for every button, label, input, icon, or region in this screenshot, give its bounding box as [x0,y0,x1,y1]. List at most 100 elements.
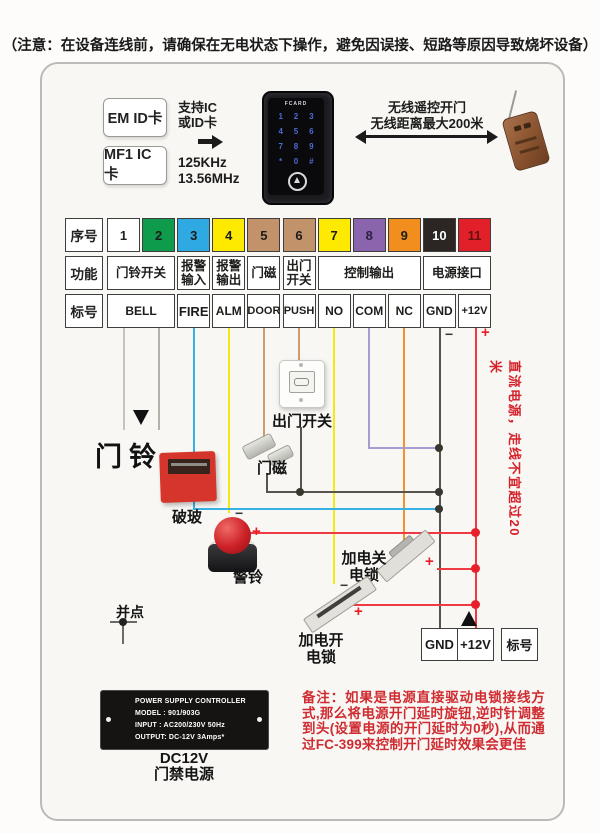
key-1: 1 [278,112,283,121]
junction-legend-dot [119,618,127,626]
wire-door [263,328,265,438]
terminal-6: 6 [282,218,316,252]
tag-12v: +12V [458,294,491,328]
remote-button [523,122,532,129]
terminal-4: 4 [212,218,246,252]
tag-door: DOOR [247,294,281,328]
psu-model: MODEL : 901/903G [135,710,201,717]
siren-plus-mark: + [252,523,261,540]
gnd-box: GND [421,628,458,661]
tag-alm: ALM [212,294,246,328]
right-arrow-head-icon [212,134,223,149]
screw-icon [299,398,303,402]
lockno-plus-mark: + [354,603,363,620]
wireless-label: 无线遥控开门 无线距离最大200米 [370,100,484,131]
junction-dot [435,444,443,452]
link-sensor-down [266,473,268,492]
keypad-brand: FCARD [284,101,308,107]
link-sensor-exit-to-gnd [266,491,440,493]
bolt-lock-label: 加电开 电锁 [298,632,344,666]
terminal-3: 3 [177,218,211,252]
junction-dot [435,488,443,496]
wire-12v [475,328,477,629]
tag-gnd: GND [422,294,456,328]
em-id-card-label: EM ID卡 [107,111,163,127]
terminal-1: 1 [107,218,140,252]
terminal-10: 10 [422,218,456,252]
remark-note: 备注：如果是电源直接驱动电锁接线方式,那么将电源开门延时旋钮,逆时针调整到头(设… [302,690,545,752]
strike-lock-label: 加电关 电锁 [341,550,387,584]
tag-no: NO [317,294,351,328]
remote-button [513,124,522,132]
12v-plus-mark: + [481,324,490,341]
terminal-11: 11 [458,218,491,252]
link-exit-down [300,427,302,492]
break-glass-window [168,459,210,474]
screw-icon [257,717,262,722]
mf1-ic-card-box: MF1 IC卡 [103,146,167,185]
exit-button-inner [289,371,315,393]
wire-bell-2 [158,328,160,430]
double-arrow-right-icon [487,129,498,144]
junction-legend-drop [122,621,124,644]
tag-bell: BELL [107,294,176,328]
junction-dot [296,488,304,496]
func-door-sensor: 门磁 [247,256,281,290]
card-support-label: 支持IC 或ID卡 [178,100,218,130]
junction-dot-red [471,528,480,537]
psu-title: POWER SUPPLY CONTROLLER [135,698,246,705]
link-locknc-to-12v [437,568,476,570]
terminal-5: 5 [247,218,281,252]
tag-push: PUSH [282,294,316,328]
terminal-2: 2 [142,218,176,252]
keypad-keys: 1 2 3 4 5 6 7 8 9 * 0 # [273,109,319,169]
junction-dot [435,505,443,513]
func-exit-switch: 出门开关 [282,256,316,290]
wire-push [298,328,300,362]
junction-dot-red [471,600,480,609]
double-arrow-left-icon [355,129,366,144]
doorbell-triangle-icon [294,177,300,183]
door-sensor-label: 门磁 [256,460,287,477]
power-arrow-icon [461,611,477,626]
key-0: 0 [293,157,299,166]
row-header-tag: 标号 [65,294,103,328]
break-glass-glass [171,463,207,466]
dc-wiring-note: 直流电源，走线不宜超过20米 [488,360,522,537]
wire-com [368,328,370,449]
remote-stripe [519,145,540,155]
psu-caption: DC12V 门禁电源 [153,750,214,783]
link-lockno-to-12v [350,604,476,606]
doorbell-label: 门铃 [95,442,163,472]
exit-button-label: 出门开关 [271,413,332,430]
power-supply-device: POWER SUPPLY CONTROLLER MODEL : 901/903G… [100,690,269,750]
remote-stripe [514,136,537,145]
psu-output: OUTPUT: DC-12V 3Amps* [135,734,225,741]
wire-nc [403,328,405,542]
lockno-minus-mark: − [340,577,349,593]
link-com-to-gnd [369,447,440,449]
12v-box: +12V [457,628,494,661]
key-9: 9 [309,142,314,151]
junction-legend-label: 并点 [116,604,144,620]
func-alarm-in: 报警输入 [177,256,211,290]
key-7: 7 [278,142,283,151]
func-bell-switch: 门铃开关 [107,256,176,290]
link-fire-to-gnd [193,508,440,510]
tag-fire: FIRE [177,294,211,328]
wire-alm [228,328,230,513]
psu-input: INPUT : AC200/230V 50Hz [135,722,225,729]
terminal-9: 9 [387,218,421,252]
terminal-8: 8 [352,218,386,252]
func-control-out: 控制输出 [317,256,421,290]
func-alarm-out: 报警输出 [212,256,246,290]
break-glass-label: 破玻 [171,509,202,526]
key-star: * [279,157,283,166]
frequency-label: 125KHz 13.56MHz [178,155,240,186]
key-2: 2 [293,112,299,121]
screw-icon [106,717,111,722]
tag-com: COM [352,294,386,328]
key-3: 3 [309,112,314,121]
locknc-plus-mark: + [425,553,434,570]
wire-gnd [439,328,441,629]
